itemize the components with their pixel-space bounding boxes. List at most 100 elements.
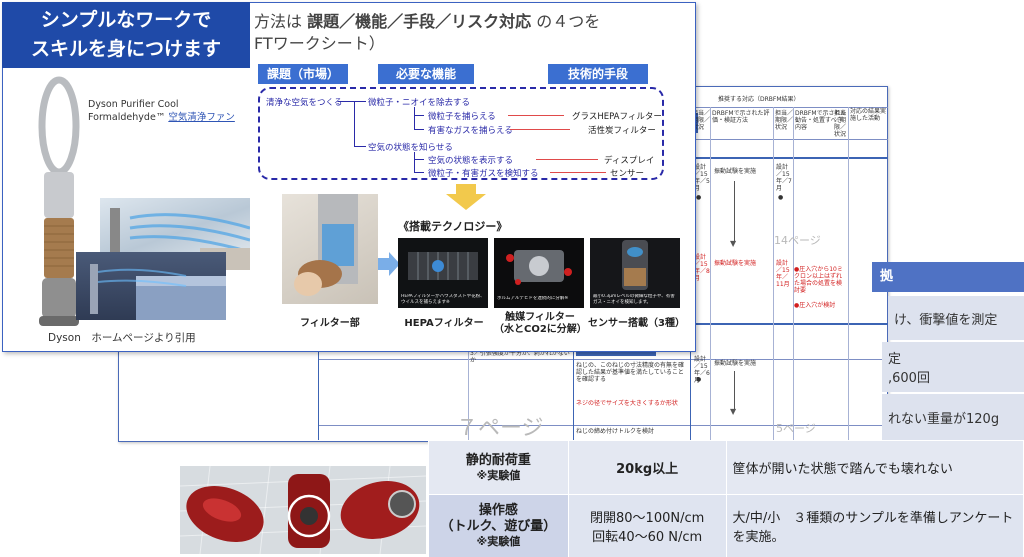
label-problem: 課題（市場） bbox=[258, 64, 348, 84]
page-marker: 14ページ bbox=[774, 234, 821, 247]
tree-root: 清浄な空気をつくる bbox=[266, 98, 343, 108]
bedroom-photo bbox=[76, 252, 226, 320]
catalyst-illustration bbox=[506, 250, 572, 285]
spec-item-cell: 静的耐荷重 ※実験値 bbox=[428, 440, 569, 495]
image-credit: Dyson ホームページより引用 bbox=[48, 332, 196, 344]
spec-note-cell: 大/中/小 ３種類のサンプルを準備しアンケート を実施。 bbox=[725, 494, 1024, 557]
filter-photo bbox=[282, 194, 378, 304]
spec-note: 大/中/小 ３種類のサンプルを準備しアンケート bbox=[732, 511, 1014, 526]
hepa-photo: HEPAフィルターがハウスダストや花粉、ウイルスを捕らえます※ bbox=[398, 238, 488, 308]
spec-value-cell: 20kg以上 bbox=[567, 440, 727, 495]
function-tree-box bbox=[258, 87, 664, 180]
product-link[interactable]: 空気清浄ファン bbox=[168, 112, 235, 123]
caption-catalyst: 触媒フィルター （水とCO2に分解） bbox=[494, 312, 587, 336]
tree-means: センサー bbox=[610, 169, 645, 179]
worksheet-cell-text: ねじの締め付けトルクを検討 bbox=[576, 428, 655, 435]
tree-function: 空気の状態を知らせる bbox=[368, 143, 453, 153]
worksheet-header: 推奨する対応（DRBFM結果） bbox=[718, 96, 800, 103]
tech-title: 《搭載テクノロジー》 bbox=[398, 220, 508, 233]
device-samples-illustration bbox=[180, 466, 426, 554]
right-panel-text: ,600回 bbox=[888, 371, 930, 386]
worksheet-due: 設計／15年／6月 bbox=[694, 356, 710, 384]
tree-subfunction: 微粒子を捕らえる bbox=[428, 112, 496, 122]
tree-subfunction: 空気の状態を表示する bbox=[428, 156, 514, 166]
worksheet-status: ● bbox=[696, 194, 702, 201]
spec-value: 回転40～60 N/cm bbox=[592, 530, 703, 545]
spec-table: 静的耐荷重 ※実験値 20kg以上 筐体が開いた状態で踏んでも壊れない 操作感 … bbox=[428, 440, 1024, 557]
product-name: Dyson Purifier Cool Formaldehyde™ 空気清浄ファ… bbox=[88, 98, 235, 124]
tree-means: 活性炭フィルター bbox=[588, 126, 656, 136]
label-means: 技術的手段 bbox=[548, 64, 648, 84]
worksheet-red-method: 振動試験を実施 bbox=[714, 260, 757, 267]
worksheet-method: 振動試験を実施 bbox=[714, 360, 757, 367]
catalyst-photo: ホルムアルデヒドを連続的に分解※ bbox=[494, 238, 584, 308]
sensor-photo-text: 最小0.3μmレベルの微細な粒子や、有害ガス・ニオイを検知します。 bbox=[593, 294, 675, 305]
tree-function: 微粒子・ニオイを除去する bbox=[368, 98, 471, 108]
worksheet-subheader: 担当／期限／状況 bbox=[692, 110, 711, 131]
heading-suffix: の４つを bbox=[531, 12, 601, 31]
page-marker-large: ７ページ bbox=[456, 416, 544, 441]
right-panel-header: 拠 bbox=[872, 262, 1024, 292]
caption-hepa: HEPAフィルター bbox=[404, 318, 484, 329]
hepa-illustration bbox=[408, 252, 478, 280]
spec-item: 操作感 bbox=[478, 502, 518, 518]
tree-subfunction: 微粒子・有害ガスを検知する bbox=[428, 169, 539, 179]
label-function: 必要な機能 bbox=[378, 64, 474, 84]
catalyst-photo-text: ホルムアルデヒドを連続的に分解※ bbox=[497, 296, 569, 301]
worksheet-status: ● bbox=[696, 376, 702, 383]
spec-item: 静的耐荷重 bbox=[465, 452, 531, 468]
worksheet-cell-text: 3／引張強度が十分か、剥がれがないか bbox=[470, 350, 570, 364]
right-panel-text: 定 bbox=[888, 352, 902, 367]
worksheet-subheader: 対応の結果実施した活動 bbox=[850, 108, 887, 122]
filter-illustration bbox=[294, 194, 358, 296]
spec-value-cell: 閉開80～100N/cm 回転40～60 N/cm bbox=[567, 494, 727, 557]
right-arrow-icon bbox=[378, 252, 400, 276]
worksheet-red-due: 設計／15年／11月 bbox=[776, 260, 790, 288]
product-name-line: Formaldehyde™ bbox=[88, 112, 166, 123]
page-marker: 5ページ bbox=[776, 422, 816, 435]
worksheet-red-due: 設計／15年／8月 bbox=[694, 254, 710, 282]
worksheet-subheader: DRBFMで示された勧告・処置すべき内容 bbox=[795, 110, 847, 131]
spec-item-note: ※実験値 bbox=[476, 535, 521, 549]
worksheet-due: 設計／15年／5月 bbox=[694, 164, 710, 192]
bedroom-illustration bbox=[90, 264, 226, 320]
spec-value: 閉開80～100N/cm bbox=[590, 511, 705, 526]
banner-line: スキルを身につけます bbox=[30, 38, 221, 60]
table-row: 操作感 （トルク、遊び量） ※実験値 閉開80～100N/cm 回転40～60 … bbox=[428, 494, 1024, 557]
spec-note-cell: 筐体が開いた状態で踏んでも壊れない bbox=[725, 440, 1024, 495]
worksheet-red-note: ●圧入穴から10ミクロン以上はずれた場合の処置を検討要 bbox=[794, 266, 843, 294]
worksheet-status: ● bbox=[778, 194, 784, 201]
spec-item-note: ※実験値 bbox=[476, 468, 521, 482]
slide-heading-line2: FTワークシート） bbox=[254, 34, 385, 53]
hepa-photo-text: HEPAフィルターがハウスダストや花粉、ウイルスを捕らえます※ bbox=[401, 294, 485, 305]
tree-subfunction: 有害なガスを捕らえる bbox=[428, 126, 513, 136]
worksheet-red-cell-text: ネジの径でサイズを大きくするか形状 bbox=[576, 400, 678, 407]
worksheet-due: 設計／15年／7月 bbox=[776, 164, 792, 192]
caption-sensor: センサー搭載（3種） bbox=[588, 318, 685, 329]
right-panel-cell: れない重量が120g bbox=[882, 394, 1024, 440]
worksheet-subheader: 担当／期限／状況 bbox=[775, 110, 794, 131]
down-arrow-icon: ▼ bbox=[730, 239, 737, 248]
spec-note: を実施。 bbox=[732, 530, 785, 545]
heading-terms: 課題／機能／手段／リスク対応 bbox=[307, 12, 532, 31]
spec-value: 20kg以上 bbox=[616, 462, 679, 477]
down-arrow-icon: ▼ bbox=[730, 407, 737, 416]
slide-heading: 方法は 課題／機能／手段／リスク対応 の４つを bbox=[254, 8, 600, 32]
worksheet-method: 振動試験を実施 bbox=[714, 168, 757, 175]
heading-prefix: 方法は bbox=[254, 12, 308, 31]
right-panel-cell: 定 ,600回 bbox=[882, 342, 1024, 392]
dyson-fan-image bbox=[34, 76, 84, 336]
worksheet-cell-text: ねじの、このねじの寸法精度の有無を確認した結果が基準値を満たしていることを確認す… bbox=[576, 362, 685, 383]
worksheet-subheader: DRBFMで示された評価・検証方法 bbox=[712, 110, 770, 124]
spec-item-sub: （トルク、遊び量） bbox=[440, 519, 557, 535]
sensor-photo: 最小0.3μmレベルの微細な粒子や、有害ガス・ニオイを検知します。 bbox=[590, 238, 680, 308]
dyson-fan-illustration bbox=[38, 76, 80, 326]
slide-banner: シンプルなワークで スキルを身につけます bbox=[2, 2, 250, 68]
product-name-line: Dyson Purifier Cool bbox=[88, 99, 179, 110]
caption-catalyst-line: （水とCO2に分解） bbox=[494, 324, 587, 335]
spec-item-cell: 操作感 （トルク、遊び量） ※実験値 bbox=[428, 494, 569, 557]
sensor-illustration bbox=[622, 240, 648, 290]
caption-catalyst-line: 触媒フィルター bbox=[505, 312, 575, 323]
tree-means: グラスHEPAフィルター bbox=[572, 112, 662, 122]
down-arrow-icon bbox=[446, 184, 486, 210]
